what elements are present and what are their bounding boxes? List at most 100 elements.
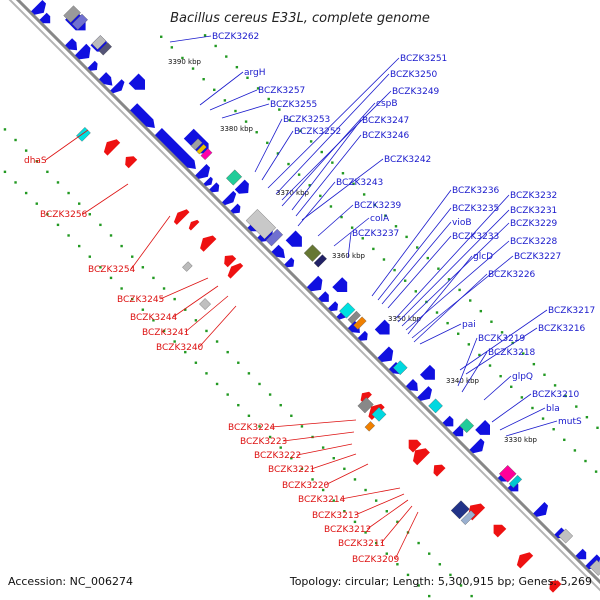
track-dot <box>385 510 388 513</box>
forward-gene-label: BCZK3227 <box>514 252 561 262</box>
feature-box <box>589 559 600 576</box>
track-dot <box>268 435 272 439</box>
track-dot <box>99 266 102 269</box>
track-dot <box>320 150 323 154</box>
label-leader-line <box>172 285 219 318</box>
track-dot <box>300 467 304 471</box>
forward-gene-label: BCZK3233 <box>452 232 499 242</box>
track-dot <box>46 213 49 216</box>
forward-gene-label: BCZK3219 <box>478 334 526 344</box>
forward-gene-label: cspB <box>376 99 398 109</box>
forward-gene-arrow <box>130 103 155 128</box>
track-dot <box>191 67 195 70</box>
track-dot <box>522 352 525 355</box>
kbp-tick-label: 3390 kbp <box>168 58 202 66</box>
forward-gene-label: BCZK3226 <box>488 270 536 280</box>
label-leader-line <box>130 215 171 270</box>
track-dot <box>194 361 198 364</box>
feature-box <box>303 244 322 262</box>
label-leader-line <box>395 194 510 319</box>
forward-gene-arrow <box>417 386 432 401</box>
track-dot <box>350 226 354 229</box>
label-leader-line <box>297 181 336 227</box>
forward-gene-label: BCZK3231 <box>510 206 557 216</box>
forward-gene-arrow <box>222 190 237 206</box>
track-dot <box>309 140 313 143</box>
reverse-gene-label: dhaS <box>24 156 47 166</box>
track-dot <box>469 299 472 302</box>
track-dot <box>184 308 187 311</box>
label-leader-line <box>317 204 354 237</box>
track-dot <box>109 234 113 237</box>
track-dot <box>67 191 70 195</box>
track-dot <box>109 276 113 280</box>
forward-gene-arrow <box>420 364 435 380</box>
forward-gene-label: BCZK3237 <box>352 229 399 239</box>
track-dot <box>594 470 598 473</box>
forward-gene-label: mutS <box>558 417 582 427</box>
reverse-gene-label: BCZK3211 <box>338 539 385 549</box>
track-dot <box>162 329 166 333</box>
forward-gene-arrow <box>154 128 196 169</box>
forward-gene-label: BCZK3218 <box>488 348 536 358</box>
track-dot <box>99 223 102 227</box>
track-dot <box>24 149 28 152</box>
track-dot <box>510 385 513 388</box>
forward-gene-label: BCZK3216 <box>538 324 586 334</box>
reverse-gene-arrow <box>516 552 534 569</box>
forward-gene-arrow <box>110 79 125 94</box>
kbp-tick-label: 3340 kbp <box>446 377 480 385</box>
feature-box <box>190 138 203 151</box>
reverse-gene-label: BCZK3224 <box>228 423 276 433</box>
forward-gene-label: glpQ <box>512 372 533 382</box>
forward-gene-arrow <box>209 182 220 193</box>
track-dot <box>290 457 293 460</box>
track-dot <box>223 99 227 102</box>
track-dot <box>234 109 237 113</box>
track-dot <box>332 499 335 502</box>
forward-gene-arrow <box>31 0 46 15</box>
forward-gene-label: BCZK3255 <box>270 100 317 110</box>
reverse-gene-arrow <box>200 235 217 252</box>
label-leader-line <box>169 35 212 43</box>
reverse-gene-label: BCZK3254 <box>88 265 136 275</box>
forward-gene-label: BCZK3251 <box>400 54 447 64</box>
forward-gene-arrow <box>318 291 329 302</box>
feature-box <box>428 398 443 414</box>
forward-gene-arrow <box>203 176 213 186</box>
track-dot <box>299 129 302 133</box>
feature-box <box>558 528 574 544</box>
reverse-gene-label: BCZK3212 <box>324 525 371 535</box>
reverse-gene-arrow <box>227 263 244 279</box>
label-leader-line <box>275 73 390 195</box>
track-dot <box>384 214 387 217</box>
track-dot <box>584 459 587 463</box>
track-dot <box>256 87 260 90</box>
feature-box <box>71 13 88 30</box>
topology-text: Topology: circular; Length: 5,300,915 bp… <box>289 575 592 588</box>
label-leader-line <box>261 130 294 181</box>
reverse-gene-label: BCZK3241 <box>142 328 189 338</box>
forward-gene-arrow <box>475 420 490 435</box>
kbp-tick-label: 3330 kbp <box>504 436 538 444</box>
feature-box <box>98 42 112 56</box>
track-dot <box>520 396 524 399</box>
track-dot <box>488 364 492 367</box>
track-dot <box>394 225 398 228</box>
forward-gene-label: argH <box>244 68 266 78</box>
track-dot <box>353 520 357 524</box>
label-leader-line <box>397 209 510 323</box>
reverse-gene-label: BCZK3256 <box>40 210 88 220</box>
label-leader-line <box>491 393 532 423</box>
forward-gene-arrow <box>306 275 323 292</box>
forward-gene-label: BCZK3239 <box>354 201 402 211</box>
track-dot <box>215 340 219 343</box>
label-leader-line <box>160 277 209 300</box>
reverse-gene-arrow <box>173 209 190 225</box>
label-leader-line <box>333 217 370 247</box>
reverse-gene-label: BCZK3244 <box>130 313 178 323</box>
track-dot <box>235 65 239 69</box>
track-dot <box>173 297 176 301</box>
